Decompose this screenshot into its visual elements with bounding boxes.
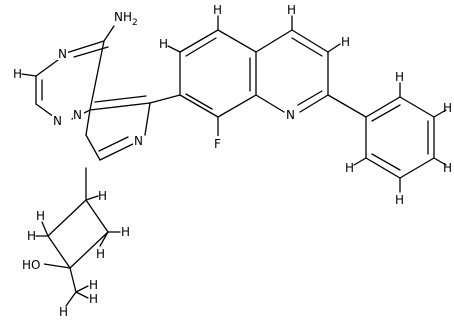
h-phenyl-6-label: H bbox=[345, 161, 354, 175]
h-triazine-label: H bbox=[13, 67, 22, 81]
h-cyclobutane-ch-label: H bbox=[98, 189, 107, 203]
amino-label: NH2 bbox=[114, 10, 138, 28]
bridgehead-nitrogen-label: N bbox=[73, 108, 82, 122]
h-phenyl-5-label: H bbox=[395, 193, 404, 207]
fluorine-label: F bbox=[214, 137, 221, 151]
h-cyclobutane-a2-label: H bbox=[96, 247, 105, 261]
ring-nitrogen-lower-label: N bbox=[53, 114, 62, 128]
ring-nitrogen-top-label: N bbox=[58, 47, 67, 61]
h-quinoline-6-label: H bbox=[159, 37, 168, 51]
h-quinoline-3-label: H bbox=[341, 35, 350, 49]
h-cyclobutane-a1-label: H bbox=[121, 225, 130, 239]
atom-labels: NH2 N N N N N F HO H H H H H H H H H H H… bbox=[13, 3, 452, 319]
h-methyl-1-label: H bbox=[89, 278, 98, 292]
bond-lines bbox=[21, 15, 447, 307]
h-cyclobutane-b2-label: H bbox=[36, 209, 45, 223]
h-quinoline-4-label: H bbox=[287, 3, 296, 17]
h-phenyl-4-label: H bbox=[443, 161, 452, 175]
h-phenyl-3-label: H bbox=[443, 101, 452, 115]
h-cyclobutane-b1-label: H bbox=[27, 229, 36, 243]
hydroxyl-label: HO bbox=[22, 258, 40, 272]
h-methyl-3-label: H bbox=[59, 305, 68, 319]
h-quinoline-5-label: H bbox=[213, 3, 222, 17]
imidazole-nitrogen-label: N bbox=[134, 134, 143, 148]
h-phenyl-2-label: H bbox=[395, 70, 404, 84]
quinoline-nitrogen-label: N bbox=[286, 108, 295, 122]
h-methyl-2-label: H bbox=[89, 292, 98, 306]
